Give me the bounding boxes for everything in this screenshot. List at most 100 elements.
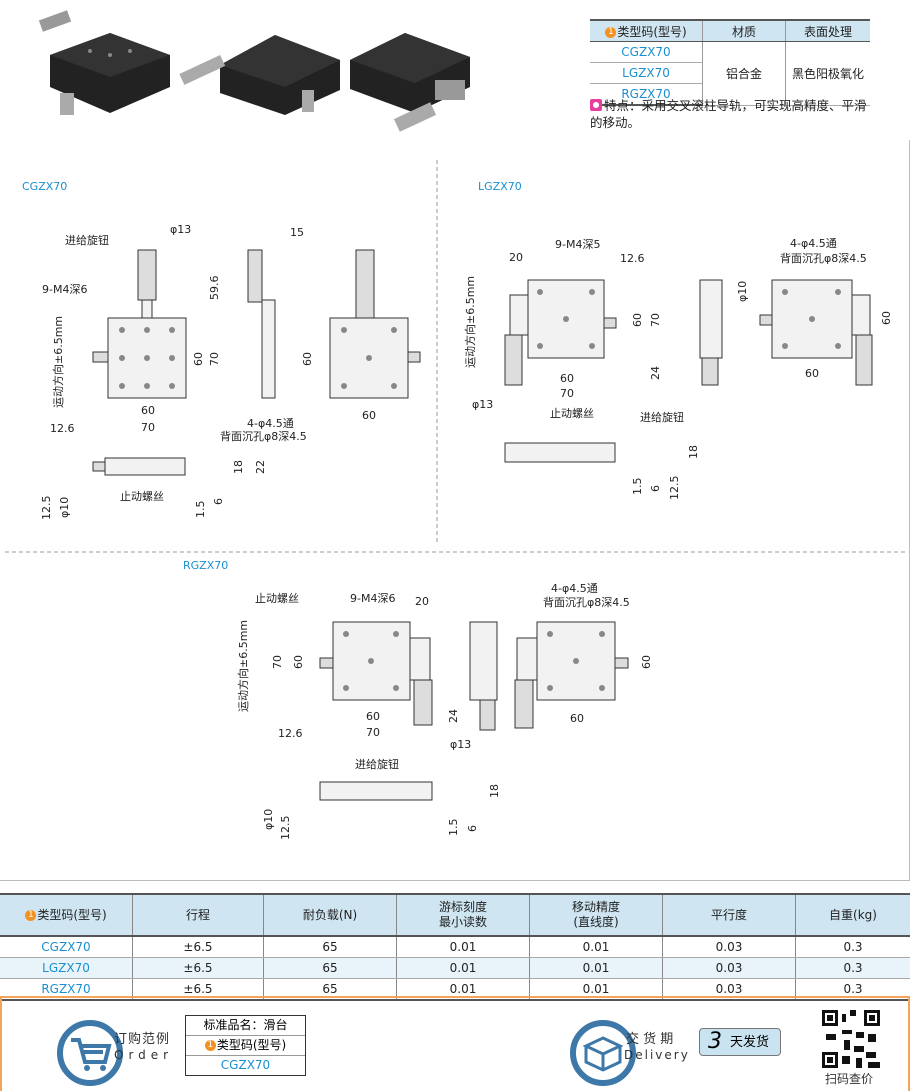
- dim-label: 18: [488, 784, 501, 798]
- material-cell: 铝合金: [702, 41, 786, 106]
- dim-label: 60: [805, 367, 819, 380]
- dim-label: φ13: [472, 398, 493, 411]
- dim-label: 12.5: [668, 476, 681, 501]
- dim-label: 6: [212, 498, 225, 505]
- dim-label: 20: [415, 595, 429, 608]
- dim-label: 进给旋钮: [65, 233, 109, 247]
- dim-label: 60: [640, 655, 653, 669]
- cell: 0.03: [662, 957, 796, 979]
- dim-label: 60: [631, 313, 644, 327]
- surface-cell: 黑色阳极氧化: [785, 41, 870, 106]
- drawing-title: LGZX70: [478, 180, 522, 193]
- cell: ±6.5: [132, 936, 264, 958]
- dim-label: 12.6: [278, 727, 303, 740]
- dim-label: 20: [509, 251, 523, 264]
- cgzx70-labels: CGZX70 进给旋钮 φ13 9-M4深6 59.6 60 70 运动方向±6…: [22, 180, 376, 520]
- surface-header: 表面处理: [785, 19, 870, 42]
- dim-label: 12.5: [279, 816, 292, 841]
- col-scale: 游标刻度最小读数: [396, 893, 530, 937]
- cell: 65: [263, 957, 397, 979]
- feature-note: 特点：采用交叉滚柱导轨，可实现高精度、平滑的移动。: [590, 98, 867, 130]
- example-code: CGZX70: [220, 1058, 271, 1072]
- dim-label: 60: [362, 409, 376, 422]
- cell: RGZX70: [0, 978, 133, 1001]
- cell: 0.01: [396, 957, 530, 979]
- dim-label: 24: [447, 709, 460, 723]
- cell: 0.3: [795, 957, 910, 979]
- dim-label: φ10: [58, 497, 71, 518]
- col-stroke: 行程: [132, 893, 264, 937]
- col-parallelism: 平行度: [662, 893, 796, 937]
- dim-label: φ10: [262, 809, 275, 830]
- bullet-icon: 1: [25, 909, 37, 921]
- dim-label: 22: [254, 460, 267, 474]
- cell: 0.01: [529, 957, 663, 979]
- bullet-icon: 1: [605, 26, 617, 38]
- dim-label: 24: [649, 366, 662, 380]
- dim-label: 背面沉孔φ8深4.5: [543, 595, 630, 609]
- cell: ±6.5: [132, 978, 264, 1001]
- dim-label: 18: [232, 460, 245, 474]
- model-cell: LGZX70: [590, 62, 703, 84]
- mounting-holes: [119, 289, 841, 691]
- cell: ±6.5: [132, 957, 264, 979]
- dim-label: 60: [292, 655, 305, 669]
- cell: CGZX70: [0, 936, 133, 958]
- feature-icon: [590, 99, 602, 111]
- qr-code-icon[interactable]: [822, 1010, 880, 1068]
- dim-label: 60: [880, 311, 893, 325]
- dim-label: 12.6: [50, 422, 75, 435]
- dim-label: 止动螺丝: [550, 407, 594, 420]
- dim-label: 止动螺丝: [120, 490, 164, 503]
- model-cell: CGZX70: [590, 41, 703, 63]
- qr-label: 扫码查价: [825, 1072, 874, 1086]
- cell: 0.01: [396, 978, 530, 1001]
- dim-label: 1.5: [194, 501, 207, 519]
- bullet-icon: 1: [204, 1040, 216, 1051]
- dim-label: 4-φ4.5通: [790, 237, 837, 250]
- dim-label: 70: [271, 655, 284, 669]
- delivery-days-label: 天发货: [730, 1035, 770, 1050]
- dim-label: 1.5: [447, 819, 460, 837]
- dim-label: 4-φ4.5通: [551, 582, 598, 595]
- dim-label: 60: [560, 372, 574, 385]
- cell: 0.3: [795, 936, 910, 958]
- drawing-title: CGZX70: [22, 180, 67, 193]
- dim-label: 运动方向±6.5mm: [51, 316, 65, 408]
- dim-label: φ10: [736, 281, 749, 302]
- product-photo-lgzx70: [179, 35, 340, 115]
- dim-label: 9-M4深6: [42, 283, 87, 296]
- dim-label: 6: [466, 825, 479, 832]
- dim-label: 18: [687, 445, 700, 459]
- dim-label: φ13: [170, 223, 191, 236]
- delivery-box-icon: [570, 1020, 636, 1086]
- drawing-title: RGZX70: [183, 559, 228, 572]
- technical-drawings: CGZX70 进给旋钮 φ13 9-M4深6 59.6 60 70 运动方向±6…: [5, 160, 905, 841]
- dim-label: 1.5: [631, 478, 644, 496]
- dim-label: 运动方向±6.5mm: [463, 276, 477, 368]
- dim-label: 70: [208, 352, 221, 366]
- product-photos: [38, 10, 470, 132]
- dim-label: 12.5: [40, 496, 53, 521]
- dim-label: 4-φ4.5通: [247, 417, 294, 430]
- dim-label: 背面沉孔φ8深4.5: [220, 429, 307, 443]
- dim-label: φ13: [450, 738, 471, 751]
- dim-label: 运动方向±6.5mm: [236, 620, 250, 712]
- delivery-label: 交 货 期: [626, 1032, 674, 1047]
- product-photo-cgzx70: [38, 10, 170, 115]
- dim-label: 70: [141, 421, 155, 434]
- col-accuracy: 移动精度(直线度): [529, 893, 663, 937]
- dim-label: 进给旋钮: [640, 410, 684, 424]
- cart-icon: [57, 1020, 123, 1086]
- cell: 0.01: [396, 936, 530, 958]
- dim-label: 6: [649, 485, 662, 492]
